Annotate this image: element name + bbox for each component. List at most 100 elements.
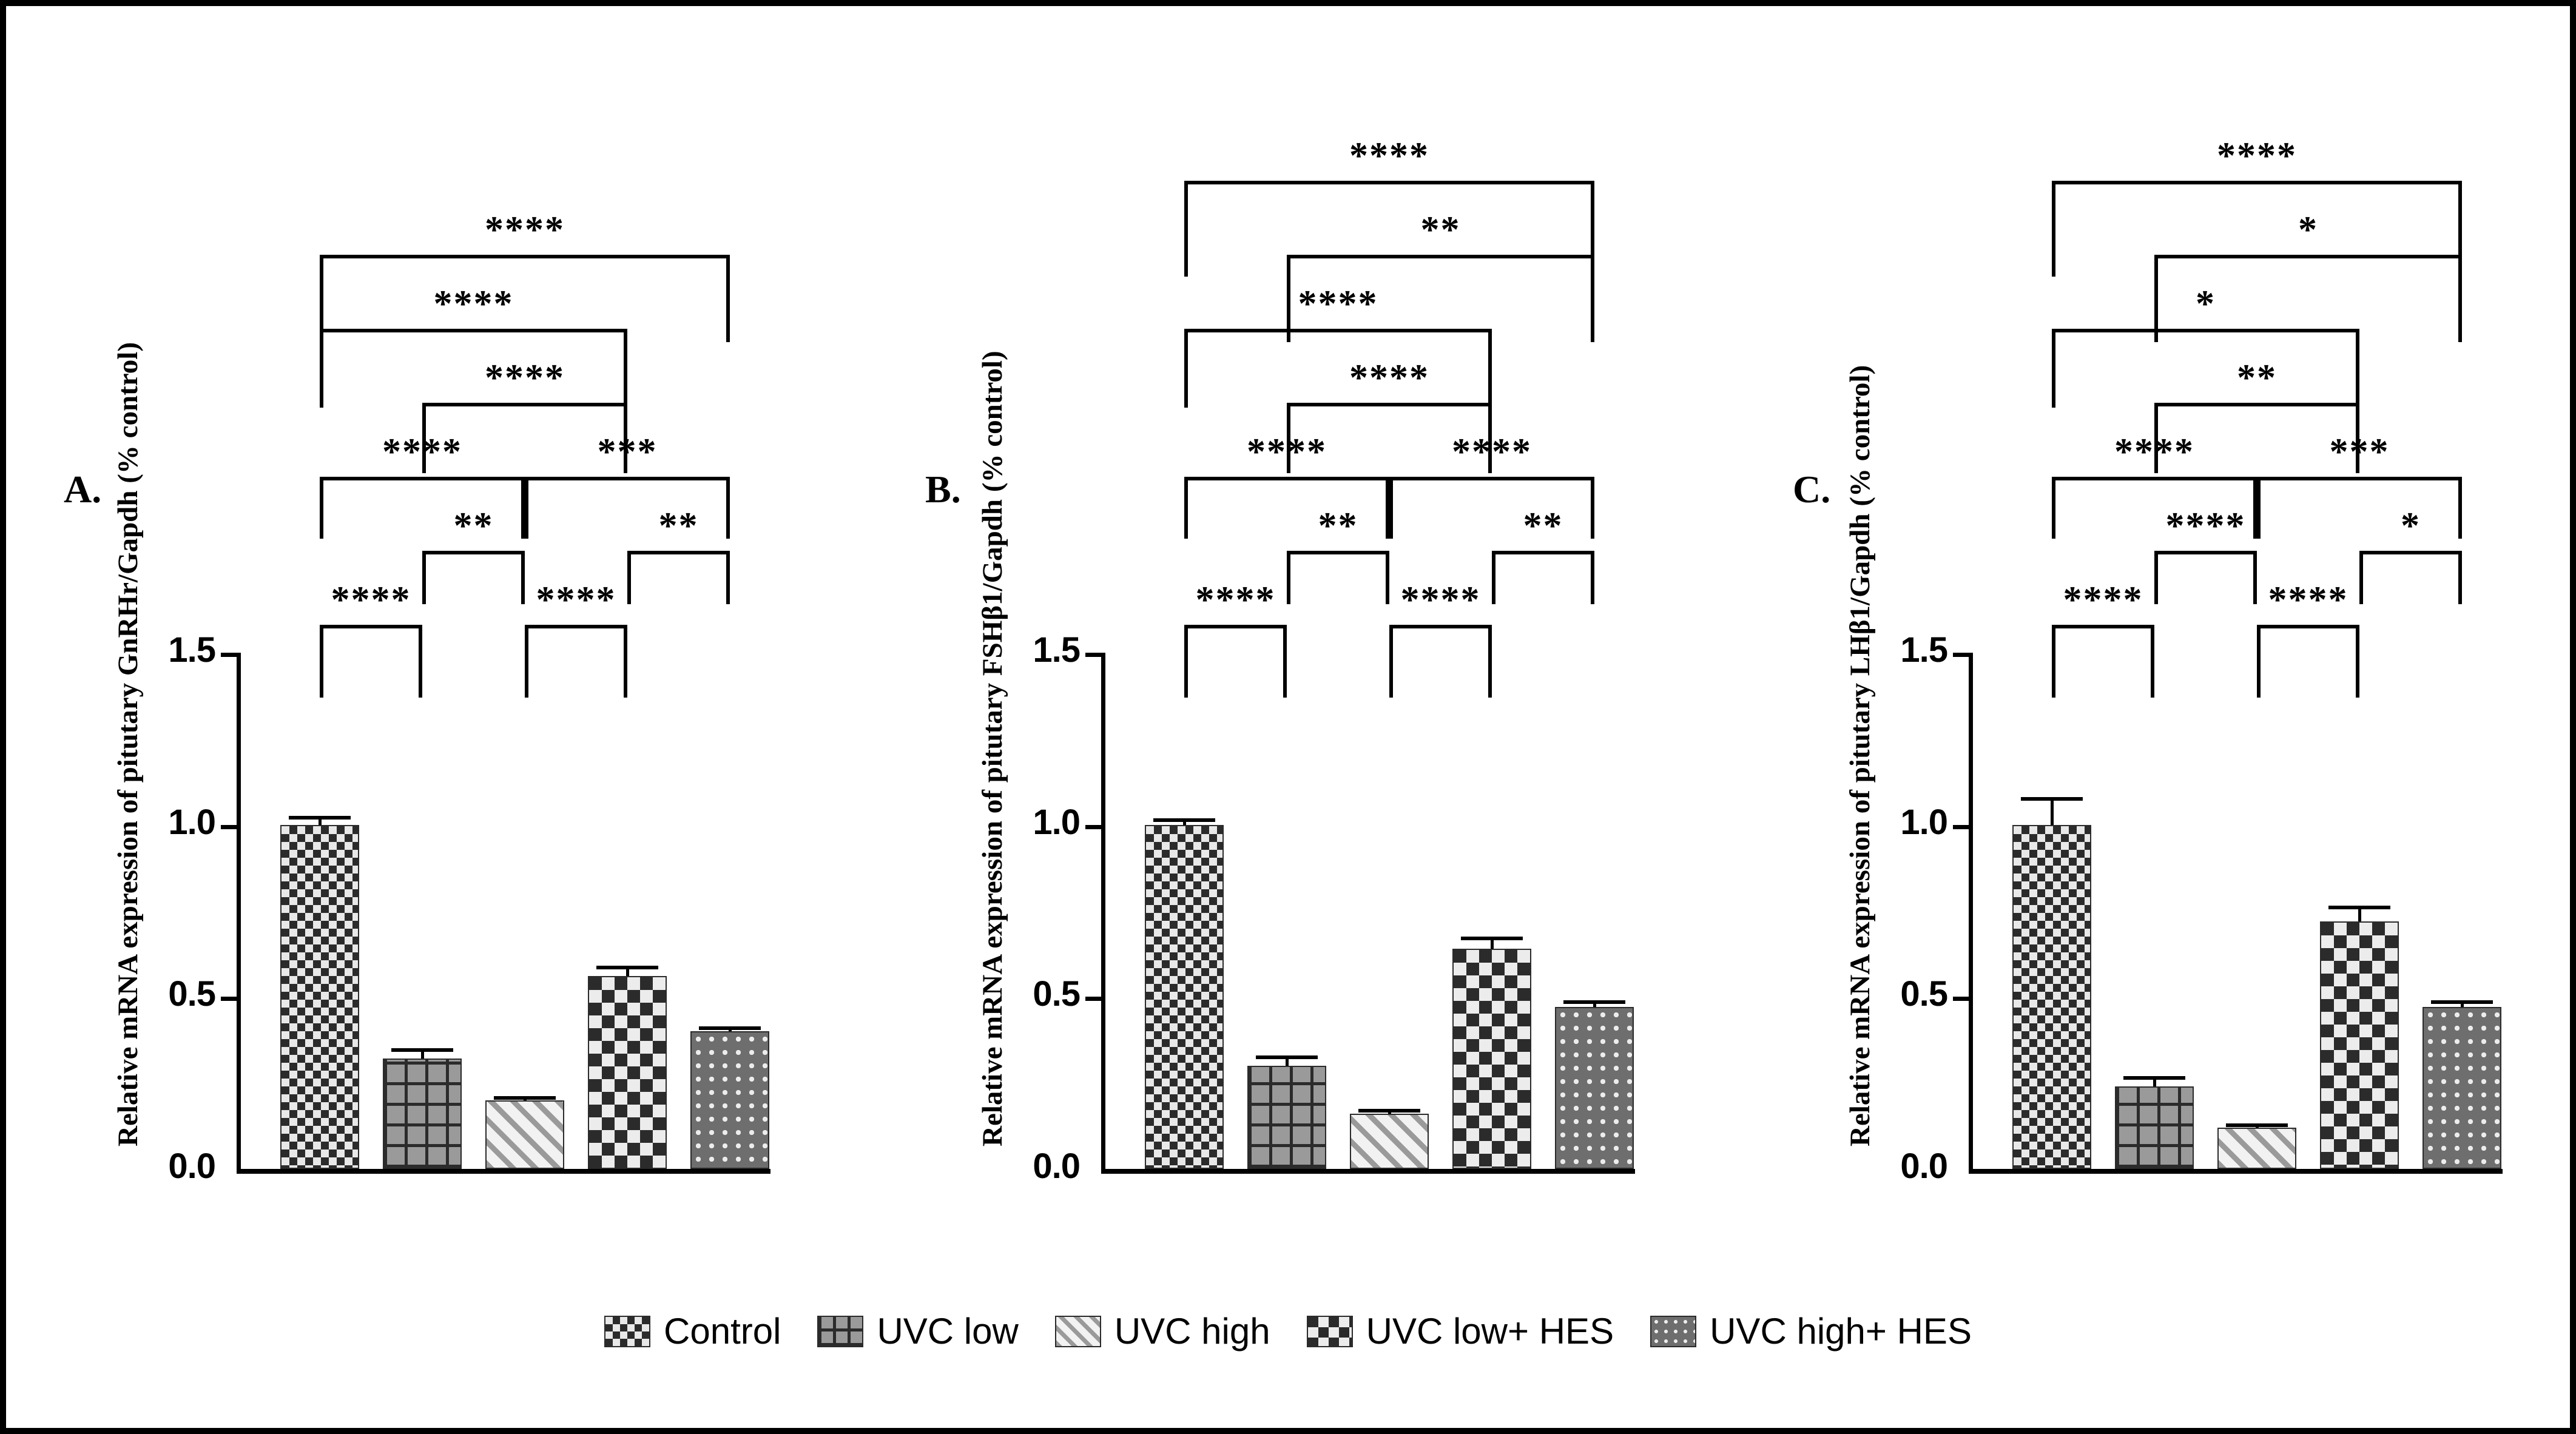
bracket-right-leg — [1283, 625, 1287, 698]
bracket-right-leg — [1488, 329, 1492, 408]
bracket-left-leg — [1287, 403, 1290, 473]
significance-stars: **** — [2063, 579, 2143, 621]
significance-bracket — [2052, 625, 2154, 698]
x-axis-line — [1969, 1169, 2503, 1174]
bar-uvc-high-hes — [2423, 1007, 2501, 1169]
significance-stars: **** — [1349, 135, 1429, 177]
significance-stars: **** — [1195, 579, 1276, 621]
bracket-left-leg — [525, 625, 528, 698]
error-bar-cap — [1563, 1000, 1625, 1004]
bracket-right-leg — [1386, 551, 1389, 604]
bracket-left-leg — [2257, 477, 2261, 539]
bracket-right-leg — [521, 551, 525, 604]
legend-swatch-diagonal-stripes — [1054, 1315, 1101, 1347]
y-axis-tick-label: 0.5 — [1033, 974, 1081, 1014]
legend-item-uvc-low[interactable]: UVC low — [817, 1310, 1019, 1352]
legend-label: UVC high+ HES — [1710, 1311, 1972, 1352]
bracket-right-leg — [1386, 477, 1389, 539]
error-bar-cap — [699, 1026, 761, 1030]
bracket-right-leg — [1488, 403, 1492, 473]
bracket-right-leg — [1488, 625, 1492, 698]
bracket-left-leg — [320, 477, 323, 539]
legend-item-control[interactable]: Control — [604, 1310, 781, 1352]
legend-swatch-diamond — [1306, 1315, 1353, 1347]
bracket-top-line — [2154, 255, 2462, 258]
significance-bracket — [2052, 329, 2359, 408]
bracket-left-leg — [1492, 551, 1495, 604]
bracket-left-leg — [2257, 625, 2261, 698]
significance-bracket — [1184, 477, 1389, 539]
significance-bracket — [2154, 551, 2257, 604]
bracket-right-leg — [2356, 403, 2359, 473]
significance-bracket — [2154, 403, 2359, 473]
significance-bracket — [1492, 551, 1594, 604]
significance-stars: ** — [658, 505, 699, 547]
significance-stars: **** — [1220, 433, 1354, 471]
bracket-right-leg — [2458, 477, 2462, 539]
bracket-left-leg — [422, 551, 426, 604]
error-bar — [2153, 1076, 2156, 1086]
chart-panel-b: B.Relative mRNA expression of pitutary F… — [874, 6, 1735, 1268]
bracket-top-line — [1389, 477, 1594, 480]
significance-stars: **** — [1400, 579, 1481, 621]
significance-bracket — [2052, 181, 2462, 277]
bracket-right-leg — [726, 551, 730, 604]
bracket-top-line — [2154, 551, 2257, 554]
bracket-right-leg — [2253, 551, 2257, 604]
legend-item-uvc-high-hes[interactable]: UVC high+ HES — [1650, 1310, 1972, 1352]
bracket-right-leg — [1591, 477, 1594, 539]
bracket-left-leg — [1287, 551, 1290, 604]
bracket-right-leg — [2458, 255, 2462, 342]
error-bar — [421, 1048, 424, 1059]
error-bar-cap — [1153, 818, 1215, 823]
y-axis-tick-label: 1.0 — [168, 802, 216, 842]
significance-bracket — [525, 477, 730, 539]
error-bar-cap — [2328, 905, 2390, 909]
significance-bracket — [320, 329, 627, 408]
significance-bracket — [525, 625, 627, 698]
bracket-left-leg — [1389, 477, 1393, 539]
panel-letter: A. — [64, 468, 102, 511]
bracket-left-leg — [320, 329, 323, 408]
legend-swatch-grid — [817, 1315, 864, 1347]
y-axis-line — [1101, 653, 1105, 1174]
bracket-top-line — [2257, 477, 2462, 480]
significance-bracket — [1287, 403, 1492, 473]
significance-stars: **** — [2088, 433, 2221, 471]
bracket-top-line — [1492, 551, 1594, 554]
x-axis-line — [1101, 1169, 1635, 1174]
significance-stars: ** — [453, 505, 494, 547]
error-bar-cap — [596, 966, 658, 970]
bracket-top-line — [1287, 403, 1492, 406]
bracket-right-leg — [1591, 181, 1594, 277]
bar-uvc-low-hes — [588, 976, 667, 1169]
legend-item-uvc-low-hes[interactable]: UVC low+ HES — [1306, 1310, 1614, 1352]
bracket-right-leg — [521, 477, 525, 539]
significance-bracket — [320, 625, 422, 698]
bracket-top-line — [320, 329, 627, 332]
bracket-right-leg — [2253, 477, 2257, 539]
significance-stars: **** — [433, 283, 514, 325]
bracket-top-line — [2154, 403, 2359, 406]
legend-label: UVC high — [1114, 1311, 1270, 1352]
legend-swatch-checkerboard — [604, 1315, 651, 1347]
bracket-top-line — [1184, 329, 1492, 332]
bracket-top-line — [1184, 181, 1594, 184]
significance-bracket — [2154, 255, 2462, 342]
bracket-top-line — [2052, 329, 2359, 332]
bracket-top-line — [627, 551, 730, 554]
y-axis-tick — [221, 997, 237, 1001]
bracket-left-leg — [2052, 181, 2055, 277]
y-axis-tick-label: 1.5 — [1900, 630, 1948, 670]
bracket-top-line — [422, 551, 525, 554]
bracket-right-leg — [1591, 255, 1594, 342]
error-bar-cap — [391, 1048, 453, 1052]
legend-swatch-dots — [1650, 1315, 1697, 1347]
significance-stars: ** — [1523, 505, 1563, 547]
bracket-top-line — [2052, 181, 2462, 184]
y-axis-tick — [1953, 997, 1969, 1001]
legend-item-uvc-high[interactable]: UVC high — [1054, 1310, 1270, 1352]
error-bar — [626, 966, 629, 977]
panel-letter: B. — [925, 468, 961, 511]
